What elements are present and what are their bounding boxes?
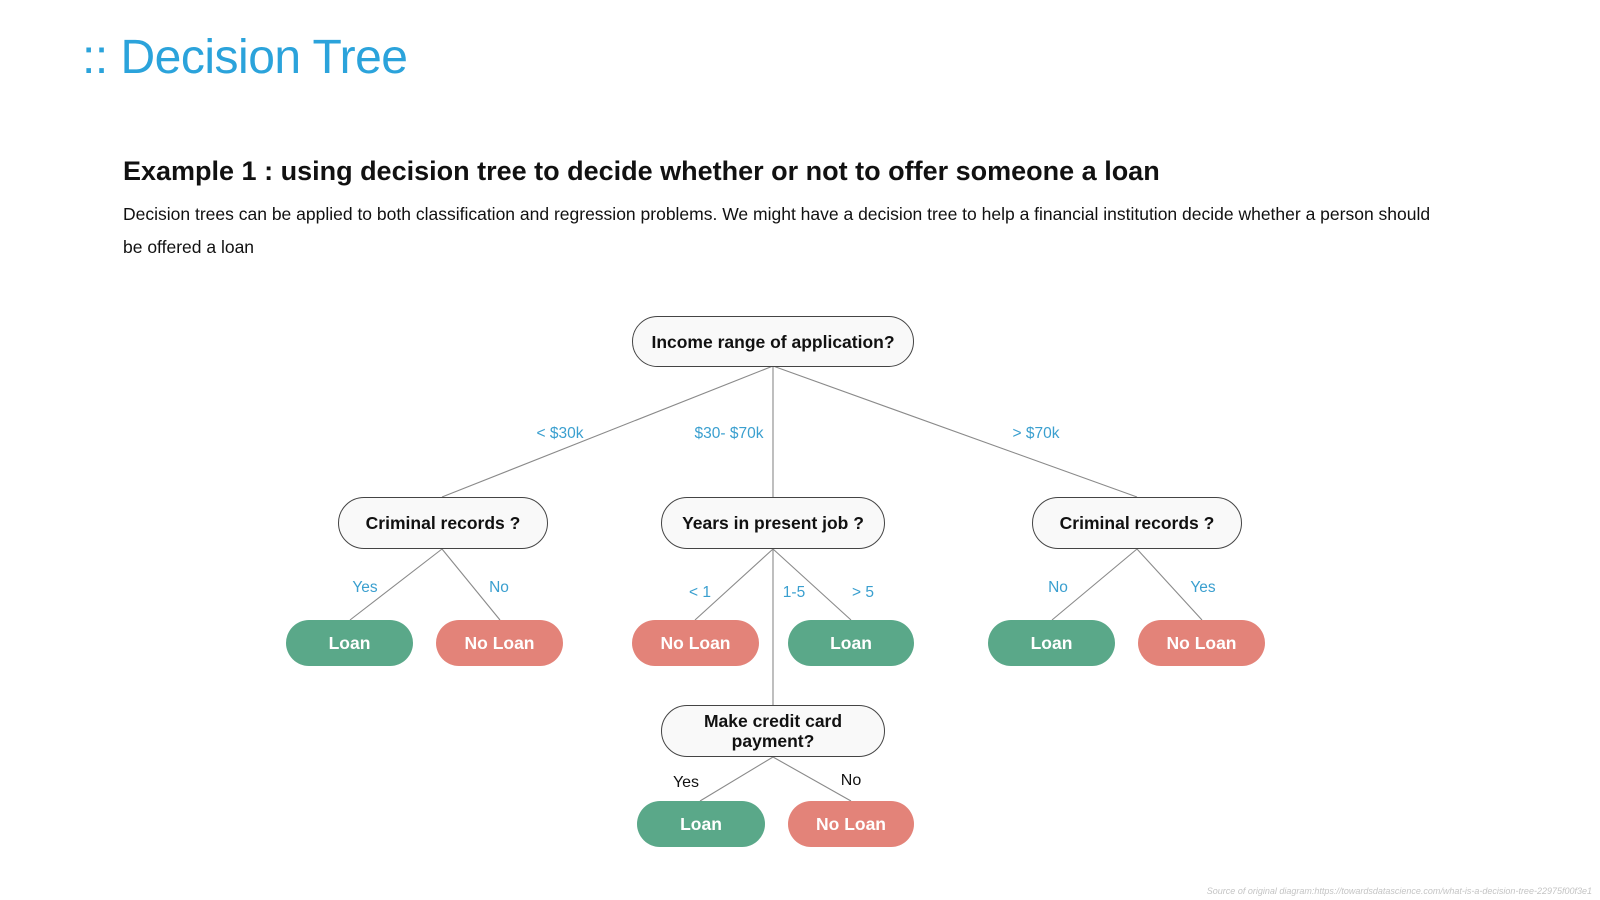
node-criminal-records-high: Criminal records ? bbox=[1032, 497, 1242, 549]
edge-label-high-no: No bbox=[1048, 579, 1068, 596]
edge-mid-gt5 bbox=[772, 548, 852, 621]
edge-label-credit-yes: Yes bbox=[672, 774, 700, 791]
edge-label-mid-lt1: < 1 bbox=[689, 584, 711, 601]
edge-label-high-yes: Yes bbox=[1190, 579, 1216, 596]
edge-credit-no bbox=[772, 756, 852, 802]
edge-label-lt30k: < $30k bbox=[536, 425, 584, 442]
leaf-loan-mid-gt5: Loan bbox=[788, 620, 914, 666]
edge-low-yes bbox=[349, 548, 443, 621]
edge-low-no bbox=[441, 548, 501, 621]
leaf-loan-low-yes: Loan bbox=[286, 620, 413, 666]
page-title: :: Decision Tree bbox=[82, 31, 408, 84]
edge-mid-lt1 bbox=[694, 548, 774, 621]
leaf-noloan-low-no: No Loan bbox=[436, 620, 563, 666]
edge-high-yes bbox=[1136, 548, 1203, 621]
edge-label-gt70k: > $70k bbox=[1012, 425, 1060, 442]
edge-root-high bbox=[772, 365, 1138, 498]
edge-high-no bbox=[1051, 548, 1138, 621]
example-heading: Example 1 : using decision tree to decid… bbox=[123, 156, 1160, 186]
edge-label-mid-1to5: 1-5 bbox=[782, 584, 806, 601]
edge-label-low-yes: Yes bbox=[352, 579, 378, 596]
node-criminal-records-low: Criminal records ? bbox=[338, 497, 548, 549]
node-income-range: Income range of application? bbox=[632, 316, 914, 367]
node-years-in-job: Years in present job ? bbox=[661, 497, 885, 549]
leaf-loan-high-no: Loan bbox=[988, 620, 1115, 666]
node-credit-card-payment: Make credit card payment? bbox=[661, 705, 885, 757]
leaf-noloan-high-yes: No Loan bbox=[1138, 620, 1265, 666]
leaf-noloan-mid-lt1: No Loan bbox=[632, 620, 759, 666]
edge-root-low bbox=[441, 365, 774, 498]
leaf-noloan-credit-no: No Loan bbox=[788, 801, 914, 847]
edge-label-30k-70k: $30- $70k bbox=[694, 425, 764, 442]
example-description: Decision trees can be applied to both cl… bbox=[123, 204, 1431, 257]
edge-credit-yes bbox=[699, 756, 774, 802]
edge-label-credit-no: No bbox=[840, 772, 862, 789]
edge-label-low-no: No bbox=[489, 579, 509, 596]
leaf-loan-credit-yes: Loan bbox=[637, 801, 765, 847]
source-note: Source of original diagram:https://towar… bbox=[1206, 886, 1592, 896]
edge-label-mid-gt5: > 5 bbox=[852, 584, 874, 601]
